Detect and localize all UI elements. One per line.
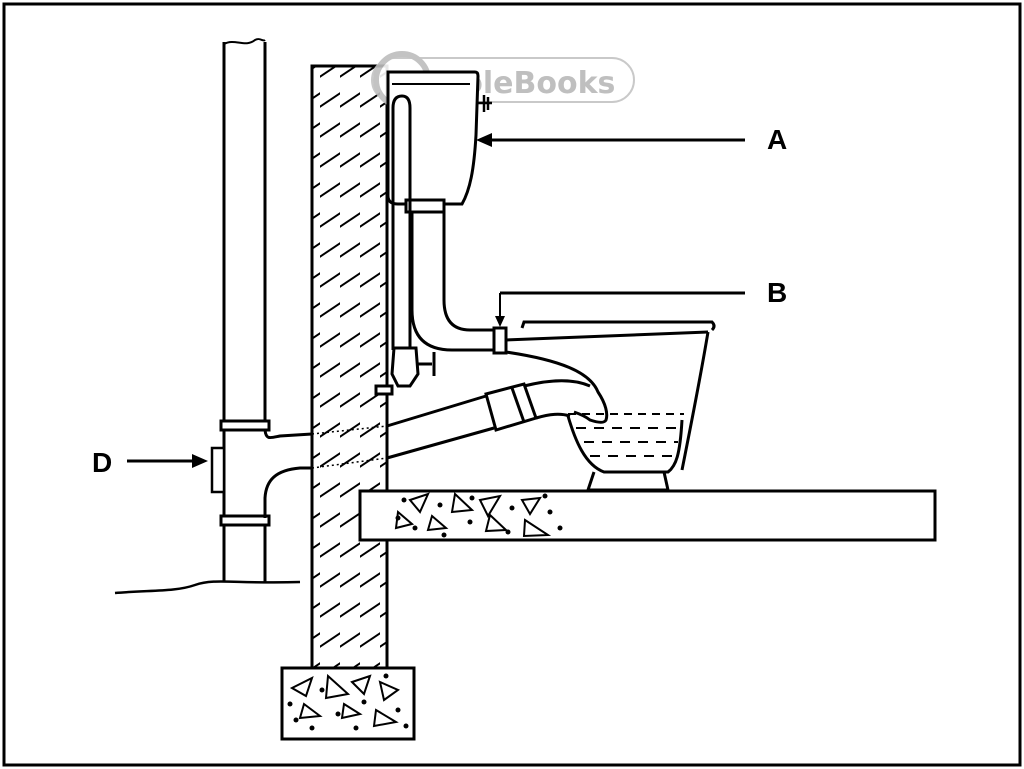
- flush-pipe: [410, 212, 494, 352]
- arrow-left-icon: [476, 133, 492, 147]
- stop-valve: [374, 346, 436, 396]
- ground-line: [114, 580, 301, 595]
- slab-concrete-fill: [394, 491, 563, 538]
- branch-junction: [263, 429, 313, 518]
- toilet-pan: [505, 320, 716, 492]
- access-plug: [210, 446, 226, 494]
- flush-connector: [492, 326, 508, 355]
- supply-pipe: [391, 94, 412, 350]
- wall-hatching: [312, 66, 387, 668]
- label-a: A: [767, 124, 787, 155]
- pan-outlet-spigot: [523, 379, 591, 420]
- label-b: B: [767, 277, 787, 308]
- pan-water: [568, 413, 684, 457]
- callout-b: B: [495, 277, 787, 327]
- outlet-pipe: [386, 394, 495, 460]
- arrow-down-icon: [495, 316, 505, 327]
- foundation-footing: [280, 666, 416, 741]
- arrow-right-icon: [192, 454, 208, 468]
- callout-d: D: [92, 447, 208, 478]
- ball-valve-fitting: [478, 95, 492, 112]
- label-d: D: [92, 447, 112, 478]
- footing-concrete-fill: [287, 673, 409, 731]
- cistern: [386, 70, 480, 214]
- callout-a: A: [476, 124, 787, 155]
- floor-slab: [358, 489, 937, 542]
